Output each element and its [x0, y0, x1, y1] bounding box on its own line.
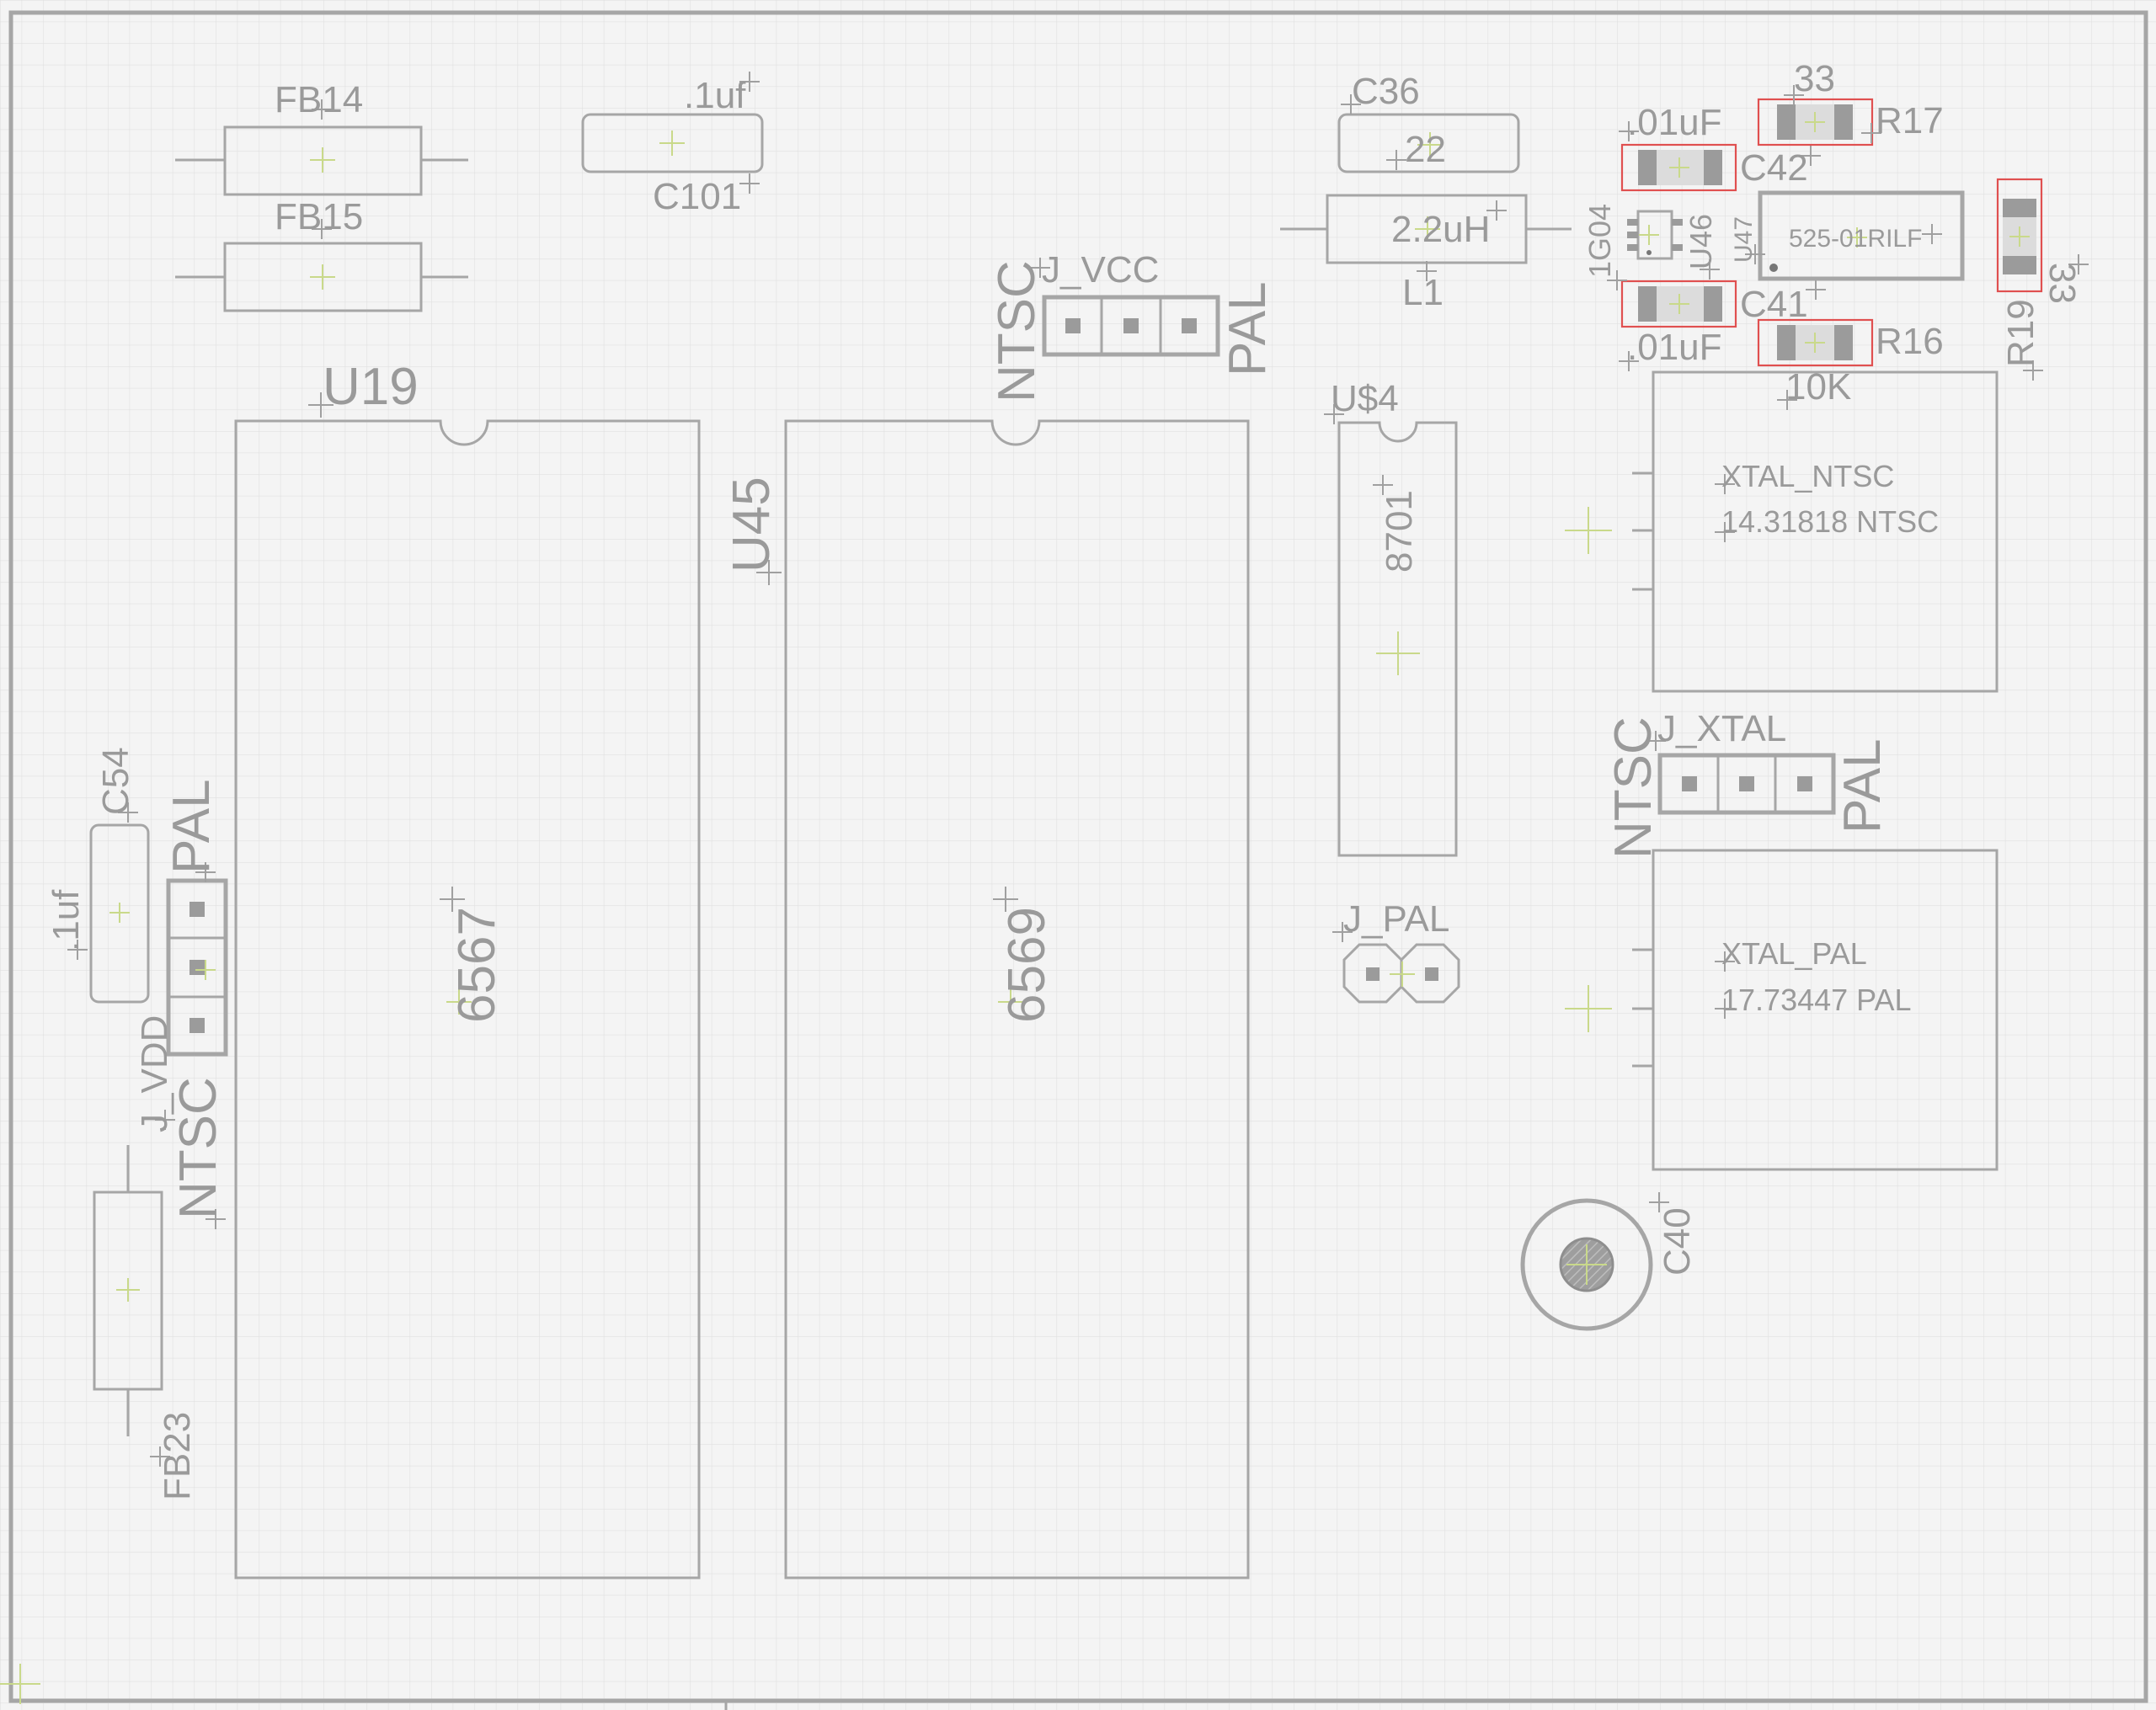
capacitor-c54[interactable]: C54 .1uf: [45, 747, 150, 1004]
l1-value-label: 2.2uH: [1391, 209, 1490, 250]
j-pal-pad-2: [1425, 967, 1438, 981]
j-vcc-pal-label: PAL: [1219, 281, 1277, 376]
jumper-j-vcc[interactable]: J_VCC NTSC PAL: [988, 249, 1277, 402]
jumper-j-vdd[interactable]: PAL J_VDD NTSC: [134, 779, 228, 1229]
j-vcc-pad-2: [1123, 318, 1139, 333]
c54-label: C54: [95, 747, 136, 815]
j-pal-pad-1: [1366, 967, 1380, 981]
r16-label: R16: [1876, 321, 1944, 362]
c41-value-label: .01uF: [1627, 327, 1722, 368]
u47-part-label: 525-01RILF: [1789, 225, 1922, 253]
origin-marker: [0, 1664, 728, 1710]
j-vcc-pad-1: [1065, 318, 1081, 333]
xtal-pal-label: XTAL_PAL: [1721, 936, 1867, 971]
j-xtal-pad-3: [1797, 776, 1812, 791]
ferrite-fb15[interactable]: FB15: [175, 196, 468, 312]
j-vdd-ntsc-label: NTSC: [169, 1077, 227, 1219]
fb23-label: FB23: [157, 1412, 198, 1500]
c36-label: C36: [1352, 71, 1420, 112]
resistor-r17[interactable]: 33 R17: [1757, 58, 1944, 146]
xtal-ntsc-value-label: 14.31818 NTSC: [1721, 504, 1939, 539]
r19-value-label: 33: [2041, 263, 2083, 304]
ic-u46[interactable]: 1G04 U46: [1582, 204, 1720, 290]
j-xtal-pad-2: [1739, 776, 1754, 791]
u46-label: U46: [1684, 214, 1718, 269]
j-xtal-ntsc-label: NTSC: [1604, 716, 1662, 859]
j-xtal-pad-1: [1682, 776, 1697, 791]
inductor-l1[interactable]: 2.2uH L1: [1280, 194, 1572, 313]
r17-label: R17: [1876, 100, 1944, 141]
u45-part-label: 6569: [998, 907, 1056, 1023]
ferrite-fb14[interactable]: FB14: [175, 79, 468, 196]
fb15-label: FB15: [275, 196, 363, 237]
j-vcc-ntsc-label: NTSC: [988, 260, 1046, 402]
xtal-pal-value-label: 17.73447 PAL: [1721, 983, 1912, 1017]
c41-label: C41: [1740, 284, 1808, 325]
c40-label: C40: [1657, 1207, 1698, 1276]
c54-value-label: .1uf: [45, 889, 87, 951]
capacitor-c42[interactable]: .01uF C42: [1619, 102, 1821, 192]
capacitor-c36[interactable]: C36 22: [1337, 71, 1520, 173]
ic-u19[interactable]: U19 6567: [234, 358, 701, 1579]
l1-label: L1: [1402, 272, 1444, 313]
capacitor-c101[interactable]: .1uf C101: [581, 72, 764, 217]
capacitor-c40[interactable]: C40: [1520, 1192, 1698, 1331]
resistor-r19[interactable]: 33 R19: [1996, 178, 2089, 381]
j-vcc-label: J_VCC: [1042, 249, 1159, 290]
c42-value-label: .01uF: [1627, 102, 1722, 143]
ic-u45[interactable]: U45 6569: [723, 419, 1250, 1579]
ic-u47[interactable]: U47 525-01RILF: [1730, 190, 1965, 281]
u19-label: U19: [323, 358, 419, 416]
jumper-j-pal[interactable]: J_PAL: [1332, 898, 1460, 1004]
c101-label: C101: [653, 176, 741, 217]
jumper-j-xtal[interactable]: J_XTAL NTSC PAL: [1604, 708, 1892, 859]
u-dollar-4-part-label: 8701: [1379, 490, 1420, 573]
crystal-xtal-pal[interactable]: XTAL_PAL 17.73447 PAL: [1565, 849, 1999, 1171]
j-xtal-pal-label: PAL: [1833, 738, 1892, 834]
capacitor-c41[interactable]: C41 .01uF: [1619, 280, 1826, 371]
fb14-label: FB14: [275, 79, 363, 120]
c42-label: C42: [1740, 147, 1808, 189]
board-outline: [8, 10, 2148, 1703]
j-xtal-label: J_XTAL: [1657, 708, 1786, 749]
c36-value-label: 22: [1405, 129, 1446, 170]
u19-part-label: 6567: [448, 907, 506, 1023]
r19-label: R19: [2000, 299, 2041, 367]
j-vdd-pad-1: [189, 902, 205, 917]
j-pal-label: J_PAL: [1343, 898, 1449, 940]
u46-part-label: 1G04: [1582, 204, 1617, 278]
crystal-xtal-ntsc[interactable]: XTAL_NTSC 14.31818 NTSC: [1565, 370, 1999, 693]
r17-value-label: 33: [1794, 58, 1835, 99]
j-vcc-pad-3: [1182, 318, 1197, 333]
u47-label: U47: [1730, 216, 1758, 263]
j-vdd-pad-3: [189, 1018, 205, 1033]
u45-label: U45: [723, 477, 781, 573]
ferrite-fb23[interactable]: FB23: [93, 1145, 198, 1500]
xtal-ntsc-label: XTAL_NTSC: [1721, 459, 1894, 493]
c101-value-label: .1uf: [684, 75, 746, 116]
j-vdd-pal-label: PAL: [163, 779, 221, 874]
j-vdd-pad-2: [189, 960, 205, 975]
u-dollar-4-label: U$4: [1331, 378, 1399, 419]
ic-u-dollar-4[interactable]: U$4 8701: [1324, 378, 1458, 857]
j-vdd-label: J_VDD: [134, 1015, 175, 1132]
